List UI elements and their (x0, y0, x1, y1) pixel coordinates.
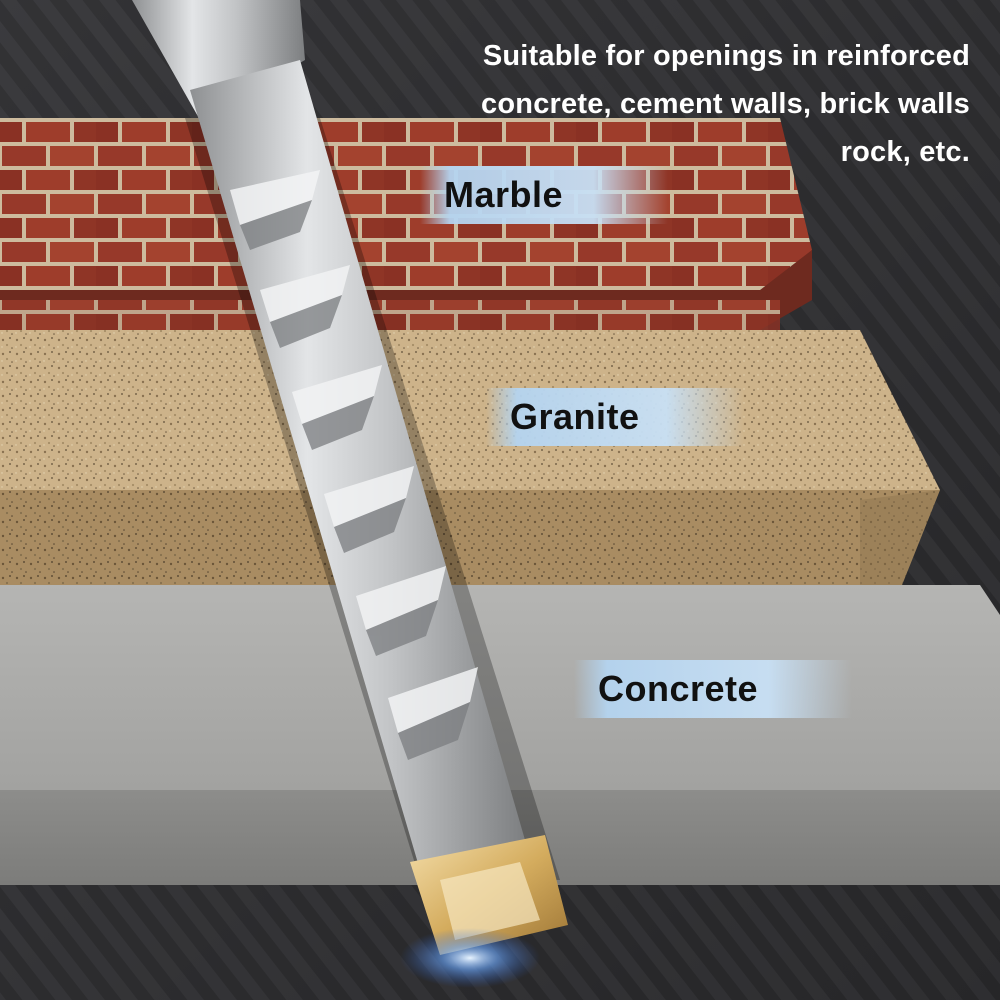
brick-wall-block (0, 118, 812, 330)
concrete-label: Concrete (574, 660, 852, 718)
headline-text: Suitable for openings in reinforced conc… (410, 32, 970, 176)
marble-label: Marble (420, 166, 668, 224)
headline-line-1: Suitable for openings in reinforced (482, 40, 970, 72)
granite-label: Granite (486, 388, 744, 446)
granite-block (0, 330, 940, 590)
headline-line-2: concrete, cement walls, brick walls (481, 88, 970, 120)
headline-line-3: rock, etc. (840, 136, 970, 168)
drill-bit (132, 0, 568, 988)
